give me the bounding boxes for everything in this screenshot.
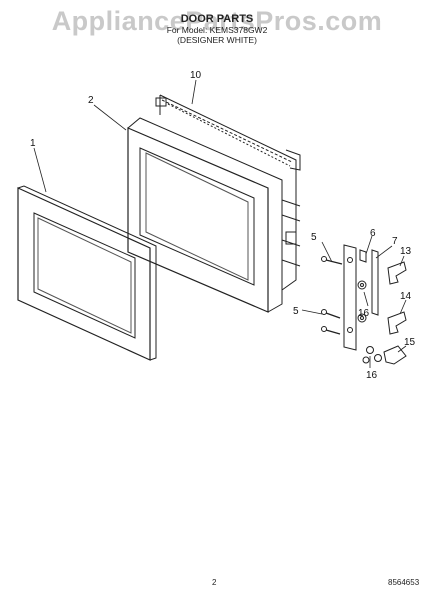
leader-lines xyxy=(33,79,407,368)
callout-1: 1 xyxy=(30,138,36,149)
callout-14: 14 xyxy=(400,291,412,302)
callout-16-upper: 16 xyxy=(358,308,370,319)
callout-10: 10 xyxy=(190,70,202,81)
model-line: For Model: KEMS378GW2 xyxy=(166,25,268,35)
color-line: (DESIGNER WHITE) xyxy=(177,35,257,45)
callout-13: 13 xyxy=(400,246,412,257)
callout-15: 15 xyxy=(404,337,416,348)
diagram-title: DOOR PARTS xyxy=(180,13,254,25)
callout-7: 7 xyxy=(392,236,398,247)
callout-labels: 1 2 10 5 6 7 13 16 14 15 5 16 xyxy=(30,70,416,381)
document-number: 8564653 xyxy=(388,578,420,587)
watermark: AppliancePartsPros.com xyxy=(51,6,383,36)
callout-16-lower: 16 xyxy=(366,370,378,381)
callout-5-lower: 5 xyxy=(293,306,299,317)
door-frame-part-2 xyxy=(127,117,283,313)
callout-2: 2 xyxy=(88,95,94,106)
callout-6: 6 xyxy=(370,228,376,239)
page-number: 2 xyxy=(212,578,217,587)
latch-hardware xyxy=(321,244,407,365)
callout-5-upper: 5 xyxy=(311,232,317,243)
door-panel-part-1 xyxy=(17,185,157,361)
inner-assembly-part-10 xyxy=(155,94,301,291)
